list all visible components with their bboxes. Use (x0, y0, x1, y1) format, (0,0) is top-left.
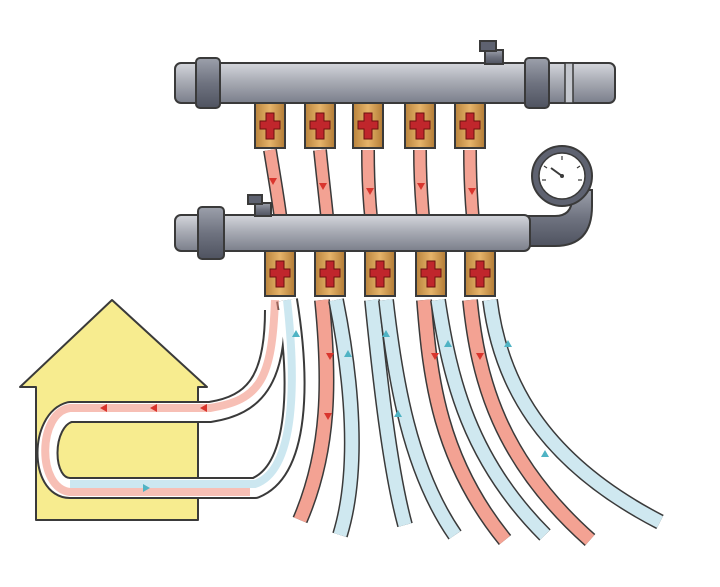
floor-loop-hoses (36, 298, 664, 546)
upper-valves (254, 102, 486, 149)
valve-icon (364, 250, 396, 297)
valve-icon (254, 102, 286, 149)
valve-icon (352, 102, 384, 149)
flow-arrow-icon (100, 178, 484, 420)
air-vent-icon (247, 194, 272, 217)
air-vent-icon (479, 40, 504, 65)
pressure-gauge-icon (531, 145, 593, 207)
return-arrow-icon (143, 330, 549, 492)
floor-hose-1 (292, 298, 360, 538)
valve-icon (464, 250, 496, 297)
valve-icon (264, 250, 296, 297)
floor-hose-2 (364, 299, 462, 540)
valve-icon (314, 250, 346, 297)
lower-manifold (174, 189, 593, 260)
floor-hose-3 (416, 298, 551, 546)
lower-valves (264, 250, 496, 297)
valve-icon (415, 250, 447, 297)
valve-icon (304, 102, 336, 149)
upper-manifold (174, 40, 616, 109)
house-supply-hose (41, 299, 296, 496)
valve-icon (454, 102, 486, 149)
valve-icon (404, 102, 436, 149)
floor-hose-4 (462, 299, 664, 546)
